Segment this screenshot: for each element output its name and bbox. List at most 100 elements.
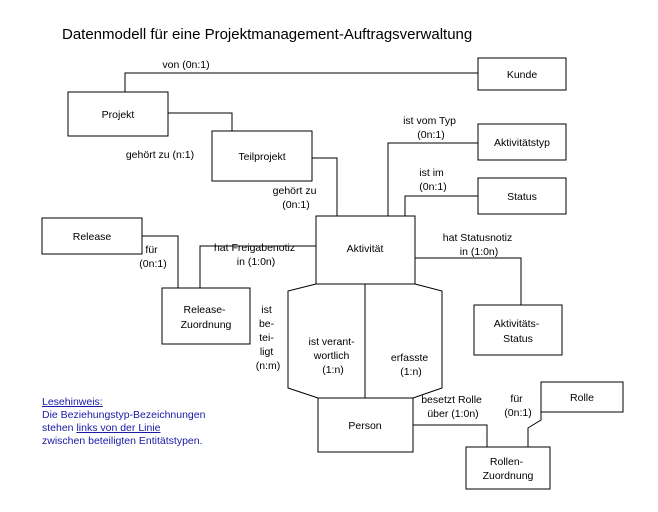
entity-kunde-label: Kunde — [507, 69, 538, 81]
edge-aktivitaet-person-beteiligt — [287, 283, 319, 399]
relation-label-ist-im-line-1: ist im — [419, 167, 444, 179]
relation-label-gehoert-zu-teilprojekt-line-2: (0n:1) — [282, 199, 309, 211]
reading-note-line-2-pre: stehen — [42, 422, 77, 434]
entity-rollen-zuordnung[interactable]: Rollen- Zuordnung — [465, 446, 551, 490]
edge-aktivitaet-person-erfasste — [412, 283, 443, 399]
relationship-labels: von (0n:1) gehört zu (n:1) ist vom Typ (… — [126, 59, 532, 420]
relation-label-ist-im: ist im (0n:1) — [419, 167, 446, 193]
edge-person-rollenzuordnung — [413, 424, 488, 447]
reading-note-line-1: Die Beziehungstyp-Bezeichnungen — [42, 409, 206, 421]
relation-label-hat-statusnotiz-line-2: in (1:0n) — [460, 246, 499, 258]
edge-teilprojekt-aktivitaet — [312, 157, 338, 216]
edge-aktivitaet-releasezuordnung — [199, 245, 316, 288]
entity-release-zuordnung[interactable]: Release- Zuordnung — [161, 287, 251, 345]
relation-label-ist-beteiligt-line-1: ist — [261, 304, 272, 316]
relation-label-fuer-release-line-2: (0n:1) — [139, 258, 166, 270]
relation-label-hat-freigabenotiz-line-2: in (1:0n) — [237, 256, 276, 268]
entity-release-zuordnung-label: Release- Zuordnung — [181, 304, 232, 331]
entity-aktivitaet[interactable]: Aktivität — [315, 215, 416, 285]
entity-release[interactable]: Release — [41, 217, 143, 255]
relation-label-ist-beteiligt-line-2: be- — [259, 318, 275, 330]
entity-aktivitaet-line-1: Aktivität — [347, 243, 384, 255]
entity-rollen-zuordnung-line-1: Rollen- — [490, 456, 524, 468]
relation-label-besetzt-rolle: besetzt Rolle über (1:0n) — [421, 394, 485, 420]
relation-label-gehoert-zu-teilprojekt-line-1: gehört zu — [273, 185, 317, 197]
entity-person[interactable]: Person — [317, 397, 414, 453]
relationship-lines — [124, 72, 542, 447]
entity-release-zuordnung-line-2: Zuordnung — [181, 319, 232, 331]
entity-kunde[interactable]: Kunde — [477, 57, 567, 91]
entity-person-label: Person — [348, 420, 381, 432]
entity-status-line-1: Status — [507, 191, 537, 203]
relation-label-fuer-release-line-1: für — [145, 244, 158, 256]
relation-label-von: von (0n:1) — [162, 59, 209, 71]
entity-projekt[interactable]: Projekt — [67, 91, 169, 137]
entity-projekt-label: Projekt — [102, 109, 135, 121]
entity-status-label: Status — [507, 191, 537, 203]
reading-note-heading: Lesehinweis: — [42, 396, 103, 408]
edge-release-releasezuordnung — [142, 235, 179, 288]
relation-label-erfasste-line-2: (1:n) — [400, 366, 422, 378]
relation-label-fuer-release: für (0n:1) — [139, 244, 166, 270]
entity-teilprojekt-label: Teilprojekt — [238, 151, 285, 163]
diagram-title: Datenmodell für eine Projektmanagement-A… — [62, 26, 472, 43]
relation-label-ist-beteiligt-line-3: tei- — [259, 332, 274, 344]
entity-teilprojekt[interactable]: Teilprojekt — [211, 130, 313, 182]
entity-projekt-line-1: Projekt — [102, 109, 135, 121]
edge-aktivitaet-aktivitaetstyp — [387, 142, 478, 216]
entity-status[interactable]: Status — [477, 177, 567, 215]
relation-label-besetzt-rolle-line-2: über (1:0n) — [427, 408, 478, 420]
entity-aktivitaets-status-line-1: Aktivitäts- — [494, 318, 540, 330]
relation-label-ist-verantwortlich-line-3: (1:n) — [322, 364, 344, 376]
entity-rolle-line-1: Rolle — [570, 392, 594, 404]
relation-label-hat-freigabenotiz: hat Freigabenotiz in (1:0n) — [214, 242, 298, 268]
edge-aktivitaet-aktivitaetsstatus — [415, 257, 522, 305]
relation-label-fuer-rolle: für (0n:1) — [504, 393, 531, 419]
relation-label-ist-beteiligt-line-4: ligt — [260, 346, 274, 358]
relation-label-gehoert-zu-projekt-line-1: gehört zu (n:1) — [126, 149, 194, 161]
entity-aktivitaetstyp[interactable]: Aktivitätstyp — [477, 123, 567, 161]
entity-aktivitaets-status-line-2: Status — [503, 333, 533, 345]
relation-label-besetzt-rolle-line-1: besetzt Rolle — [421, 394, 482, 406]
entity-kunde-line-1: Kunde — [507, 69, 538, 81]
entity-rolle[interactable]: Rolle — [540, 381, 624, 413]
entity-release-zuordnung-line-1: Release- — [184, 304, 227, 316]
entity-rolle-label: Rolle — [570, 392, 594, 404]
entity-teilprojekt-line-1: Teilprojekt — [238, 151, 285, 163]
relation-label-ist-vom-typ: ist vom Typ (0n:1) — [403, 115, 459, 141]
relation-label-gehoert-zu-projekt: gehört zu (n:1) — [126, 149, 194, 161]
entity-aktivitaets-status-label: Aktivitäts- Status — [494, 318, 542, 345]
entity-aktivitaet-label: Aktivität — [347, 243, 384, 255]
relation-label-hat-statusnotiz: hat Statusnotiz in (1:0n) — [443, 232, 515, 258]
entity-aktivitaetstyp-label: Aktivitätstyp — [494, 137, 550, 149]
relation-label-fuer-rolle-line-2: (0n:1) — [504, 407, 531, 419]
reading-note: Lesehinweis: Die Beziehungstyp-Bezeichnu… — [42, 396, 205, 448]
reading-note-line-2: stehen links von der Linie — [42, 422, 205, 435]
entity-rollen-zuordnung-line-2: Zuordnung — [483, 470, 534, 482]
entity-rollen-zuordnung-label: Rollen- Zuordnung — [483, 456, 534, 482]
relation-label-ist-beteiligt-line-5: (n:m) — [256, 360, 281, 372]
edge-aktivitaet-status — [404, 195, 478, 216]
relation-label-gehoert-zu-teilprojekt: gehört zu (0n:1) — [273, 185, 320, 211]
entity-release-line-1: Release — [73, 231, 112, 243]
relation-label-ist-im-line-2: (0n:1) — [419, 181, 446, 193]
entity-person-line-1: Person — [348, 420, 381, 432]
relation-label-ist-vom-typ-line-2: (0n:1) — [417, 129, 444, 141]
relation-label-fuer-rolle-line-1: für — [510, 393, 523, 405]
relation-label-erfasste: erfasste (1:n) — [391, 352, 431, 378]
entity-release-label: Release — [73, 231, 112, 243]
relation-label-ist-verantwortlich: ist verant- wortlich (1:n) — [308, 336, 357, 376]
relation-label-ist-vom-typ-line-1: ist vom Typ — [403, 115, 456, 127]
entity-aktivitaetstyp-line-1: Aktivitätstyp — [494, 137, 550, 149]
relation-label-ist-verantwortlich-line-2: wortlich — [313, 350, 350, 362]
relation-label-von-line-1: von (0n:1) — [162, 59, 209, 71]
relation-label-hat-freigabenotiz-line-1: hat Freigabenotiz — [214, 242, 295, 254]
relation-label-ist-verantwortlich-line-1: ist verant- — [308, 336, 355, 348]
entity-boxes: Kunde Projekt Teilprojekt Aktivitätstyp … — [41, 57, 624, 490]
edge-projekt-kunde — [124, 72, 478, 92]
reading-note-link: links von der Linie — [76, 422, 161, 434]
edge-projekt-teilprojekt — [168, 112, 233, 131]
reading-note-line-3: zwischen beteiligten Entitätstypen. — [42, 435, 203, 447]
entity-aktivitaets-status[interactable]: Aktivitäts- Status — [473, 304, 563, 356]
